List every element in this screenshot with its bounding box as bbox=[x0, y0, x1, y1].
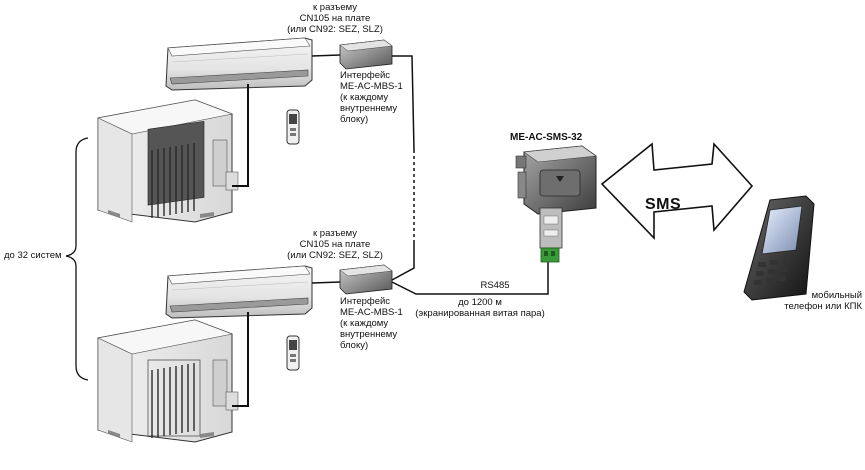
bus-wire-top bbox=[392, 55, 415, 151]
interface-line1: Интерфейс bbox=[340, 70, 391, 81]
connector-line3: (или CN92: SEZ, SLZ) bbox=[287, 250, 383, 261]
sms-gateway bbox=[515, 145, 597, 263]
bus-protocol: RS485 bbox=[480, 280, 510, 291]
interface-model: ME-AC-MBS-1 bbox=[340, 307, 403, 318]
bus-label: RS485 до 1200 м (экранированная витая па… bbox=[400, 280, 560, 319]
connector-line1: к разъему bbox=[312, 2, 357, 13]
bus-cable: (экранированная витая пара) bbox=[415, 308, 545, 319]
interface-line3: (к каждому bbox=[340, 92, 389, 103]
interface-box-top bbox=[339, 39, 393, 70]
interface-label-top: Интерфейс ME-AC-MBS-1 (к каждому внутрен… bbox=[340, 70, 403, 125]
mobile-phone bbox=[743, 195, 815, 301]
bus-wire-mid bbox=[391, 242, 415, 281]
interface-line4: внутреннему bbox=[340, 103, 398, 114]
connector-line2: CN105 на плате bbox=[299, 239, 371, 250]
bus-distance: до 1200 м bbox=[458, 297, 502, 308]
interface-line3: (к каждому bbox=[340, 318, 389, 329]
systems-brace bbox=[65, 137, 89, 381]
connector-wire-top bbox=[311, 54, 341, 57]
interface-line5: блоку) bbox=[340, 114, 369, 125]
outdoor-unit-bottom bbox=[97, 319, 239, 443]
sms-arrow bbox=[600, 142, 754, 240]
sms-label: SMS bbox=[645, 196, 682, 213]
connector-label-top: к разъему CN105 на плате (или CN92: SEZ,… bbox=[280, 2, 390, 35]
interface-box-bottom bbox=[339, 264, 393, 295]
interface-model: ME-AC-MBS-1 bbox=[340, 81, 403, 92]
remote-top bbox=[286, 109, 300, 145]
interface-line1: Интерфейс bbox=[340, 296, 391, 307]
connector-line3: (или CN92: SEZ, SLZ) bbox=[287, 24, 383, 35]
indoor-unit-top bbox=[165, 37, 313, 91]
indoor-unit-bottom bbox=[165, 265, 313, 319]
connector-line2: CN105 на плате bbox=[299, 13, 371, 24]
interface-label-bottom: Интерфейс ME-AC-MBS-1 (к каждому внутрен… bbox=[340, 296, 403, 351]
gateway-model-label: ME-AC-SMS-32 bbox=[510, 132, 583, 143]
phone-line1: мобильный bbox=[811, 290, 862, 301]
connector-line1: к разъему bbox=[312, 228, 357, 239]
phone-line2: телефон или КПК bbox=[784, 301, 862, 312]
pipe-top bbox=[232, 84, 249, 187]
pipe-bottom bbox=[232, 312, 249, 407]
bus-wire-rs485 bbox=[391, 262, 549, 295]
connector-label-bottom: к разъему CN105 на плате (или CN92: SEZ,… bbox=[280, 228, 390, 261]
remote-bottom bbox=[286, 335, 300, 371]
interface-line5: блоку) bbox=[340, 340, 369, 351]
interface-line4: внутреннему bbox=[340, 329, 398, 340]
connector-wire-bottom bbox=[311, 281, 341, 284]
phone-label: мобильный телефон или КПК bbox=[770, 290, 862, 312]
outdoor-unit-top bbox=[97, 99, 239, 223]
systems-count-label: до 32 систем bbox=[4, 250, 62, 261]
